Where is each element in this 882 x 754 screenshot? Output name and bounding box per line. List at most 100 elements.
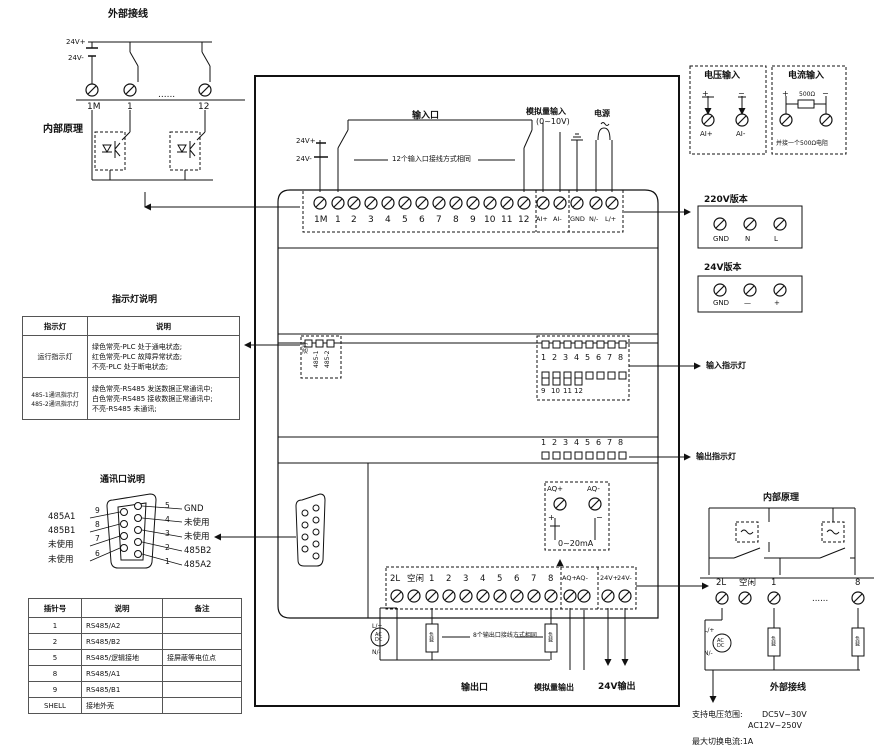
input-screw-6 bbox=[415, 196, 429, 210]
comm-right-pin: 1 bbox=[165, 557, 170, 566]
input-led-top-7 bbox=[618, 340, 627, 349]
spec-current: 最大切换电流:1A bbox=[692, 737, 754, 746]
resistor-label: 500Ω bbox=[799, 91, 816, 98]
db9-device-pin-8 bbox=[312, 552, 320, 560]
ai-screw-2 bbox=[779, 113, 793, 127]
internal-principle-left: 内部原理 bbox=[43, 124, 83, 135]
input-v24-minus: 24V- bbox=[296, 155, 312, 163]
output-terminal-label: 8 bbox=[548, 574, 554, 584]
voltage-minus: − bbox=[738, 89, 745, 98]
top-screw-0 bbox=[85, 83, 99, 97]
input-led-label-5: 5 bbox=[585, 353, 591, 362]
analog-input-range: (0~10V) bbox=[536, 117, 570, 126]
pin-table-cell bbox=[162, 617, 242, 634]
v24-title: 24V版本 bbox=[704, 263, 742, 273]
input-screw-12 bbox=[517, 196, 531, 210]
pin-table-cell: SHELL bbox=[28, 697, 82, 714]
output-terminal-label: 6 bbox=[514, 574, 520, 584]
input-terminal-label: 11 bbox=[501, 215, 513, 225]
output-screw-1 bbox=[407, 589, 421, 603]
output-terminal-label: 4 bbox=[480, 574, 486, 584]
output-terminal-label: 2 bbox=[446, 574, 452, 584]
output-led-label-4: 4 bbox=[574, 438, 580, 447]
output-screw-2 bbox=[425, 589, 439, 603]
input-led-a-6 bbox=[607, 371, 616, 380]
output-led-3 bbox=[574, 451, 583, 460]
pin-header-desc: 说明 bbox=[81, 598, 163, 618]
current-input-box bbox=[771, 65, 847, 155]
output-screw-3 bbox=[442, 589, 456, 603]
input-terminal-label: GND bbox=[570, 215, 585, 223]
db9-pin-3 bbox=[120, 544, 128, 552]
power-screw-5 bbox=[773, 283, 787, 297]
db9-pin-1 bbox=[120, 520, 128, 528]
input-led-b-1 bbox=[552, 377, 561, 386]
right-screw-4 bbox=[851, 591, 865, 605]
right-terminal-label: 1 bbox=[771, 578, 777, 588]
output-led-label-5: 5 bbox=[585, 438, 591, 447]
v24-gnd: GND bbox=[713, 299, 730, 307]
output-terminal-label: 24V+ bbox=[600, 574, 619, 582]
db9-leader-left-1 bbox=[89, 523, 121, 533]
db9-pin-8 bbox=[134, 550, 142, 558]
right-screw-1 bbox=[738, 591, 752, 605]
db9-pin-6 bbox=[134, 526, 142, 534]
power-screw-0 bbox=[713, 217, 727, 231]
db9-device-pin-1 bbox=[301, 521, 309, 529]
input-led-b-2 bbox=[563, 377, 572, 386]
ext-switch-1 bbox=[129, 51, 139, 67]
input-led-label-4: 4 bbox=[574, 353, 580, 362]
output-led-label-1: 1 bbox=[541, 438, 547, 447]
current-minus: − bbox=[822, 89, 829, 98]
db9-leader-left-2 bbox=[89, 535, 121, 547]
indicator-run-name: 运行指示灯 bbox=[22, 335, 88, 378]
optocoupler-1 bbox=[94, 131, 126, 171]
ai-screw-1 bbox=[735, 113, 749, 127]
input-terminal-label: 7 bbox=[436, 215, 442, 225]
led-indicators bbox=[304, 339, 627, 460]
ai-screw-3 bbox=[819, 113, 833, 127]
db9-pin-0 bbox=[120, 508, 128, 516]
load-label-8: 负载 bbox=[547, 632, 553, 642]
aq-block bbox=[544, 481, 610, 551]
voltage-ai-plus: AI+ bbox=[700, 130, 713, 138]
right-l-plus: L/+ bbox=[704, 627, 715, 634]
db9-leader-right-4 bbox=[141, 553, 183, 566]
input-screw-11 bbox=[500, 196, 514, 210]
comm-right-label: 未使用 bbox=[184, 532, 210, 542]
output-terminal-label: 1 bbox=[429, 574, 435, 584]
comm-left-pin: 7 bbox=[95, 534, 100, 543]
pin-table-cell: 接地外壳 bbox=[81, 697, 163, 714]
right-terminal-label: ...... bbox=[812, 594, 829, 604]
ac-dc-source-right bbox=[712, 633, 732, 653]
input-terminal-label: 4 bbox=[385, 215, 391, 225]
output-led-label-2: 2 bbox=[552, 438, 558, 447]
db9-device-pin-3 bbox=[301, 545, 309, 553]
pin-table-cell: 5 bbox=[28, 649, 82, 666]
indicator-run-desc: 绿色常亮-PLC 处于通电状态; 红色常亮-PLC 故障异常状态; 不亮-PLC… bbox=[87, 335, 240, 378]
input-terminal-label: N/- bbox=[589, 215, 599, 223]
comm-left-label: 485A1 bbox=[48, 512, 76, 522]
input-terminal-label: AI- bbox=[553, 215, 562, 223]
input-screw-2 bbox=[347, 196, 361, 210]
power-screw-1 bbox=[743, 217, 757, 231]
output-terminal-label: 5 bbox=[497, 574, 503, 584]
input-led-label-1: 1 bbox=[541, 353, 547, 362]
right-n-minus: N/- bbox=[704, 650, 713, 657]
spec-voltage-ac: AC12V~250V bbox=[748, 721, 803, 730]
power-screw-4 bbox=[743, 283, 757, 297]
power-24v-box bbox=[697, 275, 803, 313]
spec-voltage-dc: DC5V~30V bbox=[762, 710, 807, 719]
input-indicator-label: 输入指示灯 bbox=[706, 361, 746, 370]
input-screw-8 bbox=[449, 196, 463, 210]
comm-left-pin: 9 bbox=[95, 506, 100, 515]
v220-l: L bbox=[774, 235, 778, 243]
top-terminal-ellipsis: ...... bbox=[158, 90, 176, 100]
power-220v-box bbox=[697, 205, 803, 249]
right-screw-2 bbox=[767, 591, 781, 605]
analog-output-title: 模拟量输出 bbox=[534, 683, 574, 692]
